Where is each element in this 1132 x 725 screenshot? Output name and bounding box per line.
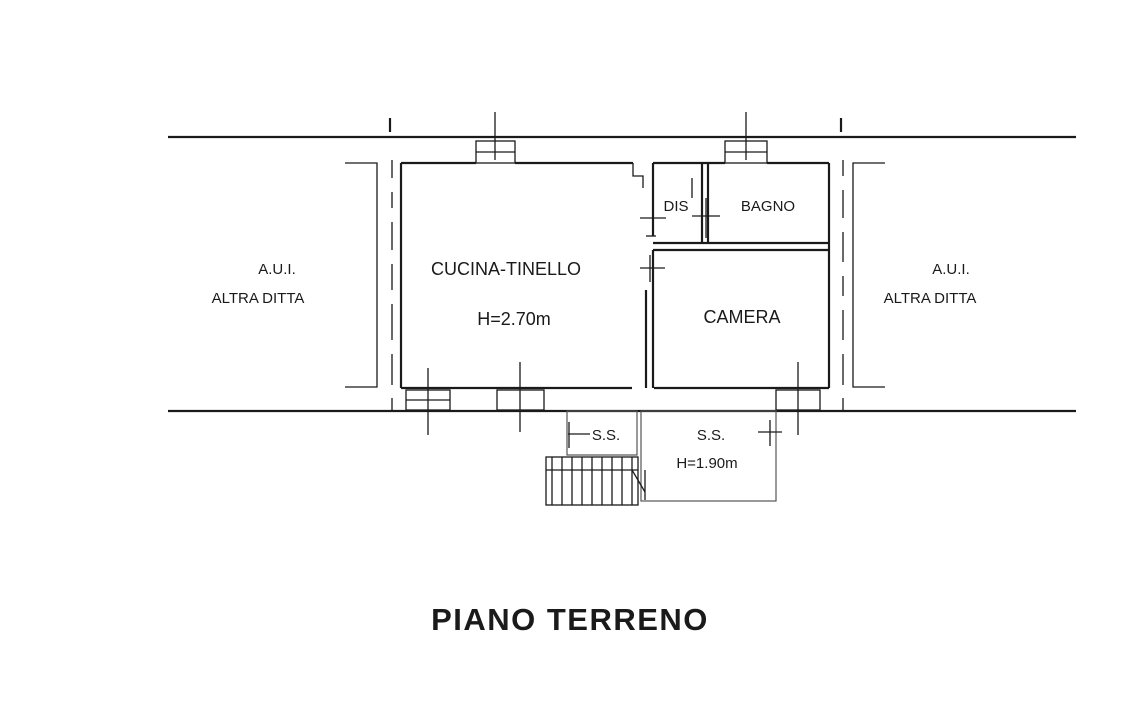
left-property-line	[388, 118, 393, 411]
room-dis-label: DIS	[663, 198, 688, 215]
neighbor-right-line2: ALTRA DITTA	[884, 290, 977, 307]
floor-plan: A.U.I. ALTRA DITTA A.U.I. ALTRA DITTA CU…	[168, 112, 1076, 506]
right-neighbor-outline	[852, 162, 885, 388]
door-window-marks	[405, 112, 821, 435]
interior-walls	[644, 163, 829, 388]
room-ss-right-label: S.S.	[697, 427, 725, 444]
plan-title: PIANO TERRENO	[431, 602, 709, 637]
neighbor-left-line2: ALTRA DITTA	[212, 290, 305, 307]
room-cucina-label: CUCINA-TINELLO	[431, 259, 581, 279]
storage-outlines	[566, 410, 782, 502]
building-outline	[399, 161, 831, 390]
room-ss-height: H=1.90m	[676, 455, 737, 472]
room-ss-left-label: S.S.	[592, 427, 620, 444]
room-camera-label: CAMERA	[703, 307, 780, 327]
left-neighbor-outline	[345, 162, 378, 388]
neighbor-left-line1: A.U.I.	[258, 261, 296, 278]
room-bagno-label: BAGNO	[741, 198, 795, 215]
neighbor-right-line1: A.U.I.	[932, 261, 970, 278]
right-property-line	[839, 118, 844, 411]
stair-icon	[545, 456, 646, 506]
room-cucina-height: H=2.70m	[477, 309, 551, 329]
